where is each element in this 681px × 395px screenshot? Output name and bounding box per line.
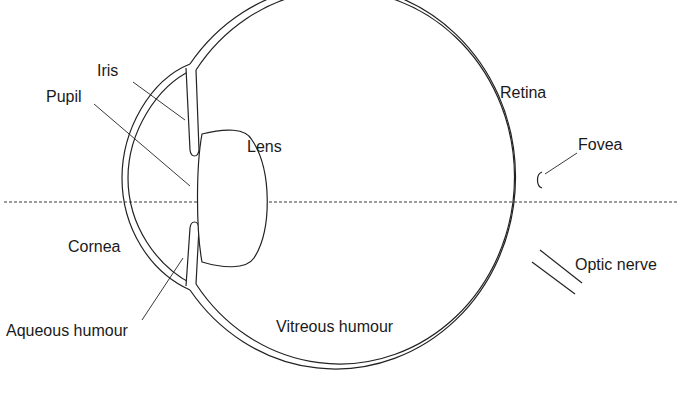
part-label: Aqueous humour [6, 322, 128, 340]
part-label: Fovea [578, 136, 622, 154]
leader-line [545, 153, 577, 174]
sclera-outer [190, 0, 516, 369]
part-label: Iris [97, 62, 118, 80]
iris-upper [186, 68, 199, 156]
optical-axis [4, 202, 677, 203]
part-label: Cornea [68, 238, 120, 256]
leader-line [133, 82, 185, 120]
iris-lower [186, 222, 199, 286]
part-label: Vitreous humour [276, 318, 393, 336]
sclera-inner [196, 0, 515, 364]
fovea-pit [538, 172, 543, 188]
cornea-inner [128, 70, 192, 284]
optic-nerve-line [532, 262, 575, 294]
leader-line [94, 104, 190, 186]
leader-line [142, 258, 183, 320]
part-label: Optic nerve [575, 256, 657, 274]
part-label: Pupil [46, 88, 82, 106]
part-label: Retina [500, 84, 546, 102]
part-label: Lens [247, 138, 282, 156]
